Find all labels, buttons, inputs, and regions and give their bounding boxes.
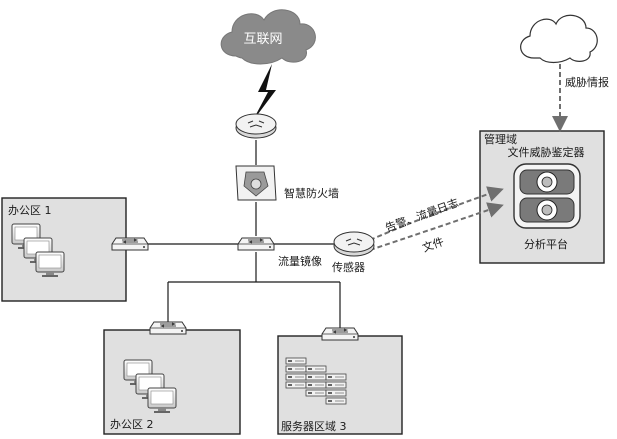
network-links [148,140,341,328]
file-threat-identifier-label: 文件威胁鉴定器 [508,145,585,159]
internet-label: 互联网 [243,32,282,47]
firewall-label: 智慧防火墙 [284,186,339,200]
analysis-platform-label: 分析平台 [524,237,568,251]
core-switch-icon [237,237,275,251]
router-icon [235,113,277,139]
sensor-label: 传感器 [332,261,365,274]
servers-switch-icon [321,327,359,341]
sensor-icon [333,231,375,257]
office1-label: 办公区 1 [8,204,52,217]
servers-label: 服务器区域 3 [281,420,347,433]
threat-intel-cloud-icon [520,14,598,64]
office1-switch-icon [111,237,149,251]
threat-intel-label: 威胁情报 [565,75,609,89]
file-threat-identifier-icon [513,163,581,229]
office2-region [103,329,241,435]
office2-label: 办公区 2 [110,418,154,431]
lightning-bolt-icon [252,64,276,122]
files-arrow [369,202,504,251]
internet-cloud-icon [220,9,316,65]
firewall-icon [235,165,277,201]
office2-switch-icon [149,321,187,335]
management-title: 管理域 [484,132,517,146]
files-label: 文件 [420,234,445,255]
office1-region [1,197,127,302]
alerts-logs-arrow [369,186,504,241]
traffic-mirror-label: 流量镜像 [278,254,322,268]
alerts-logs-label: 告警、流量日志 [383,195,460,234]
